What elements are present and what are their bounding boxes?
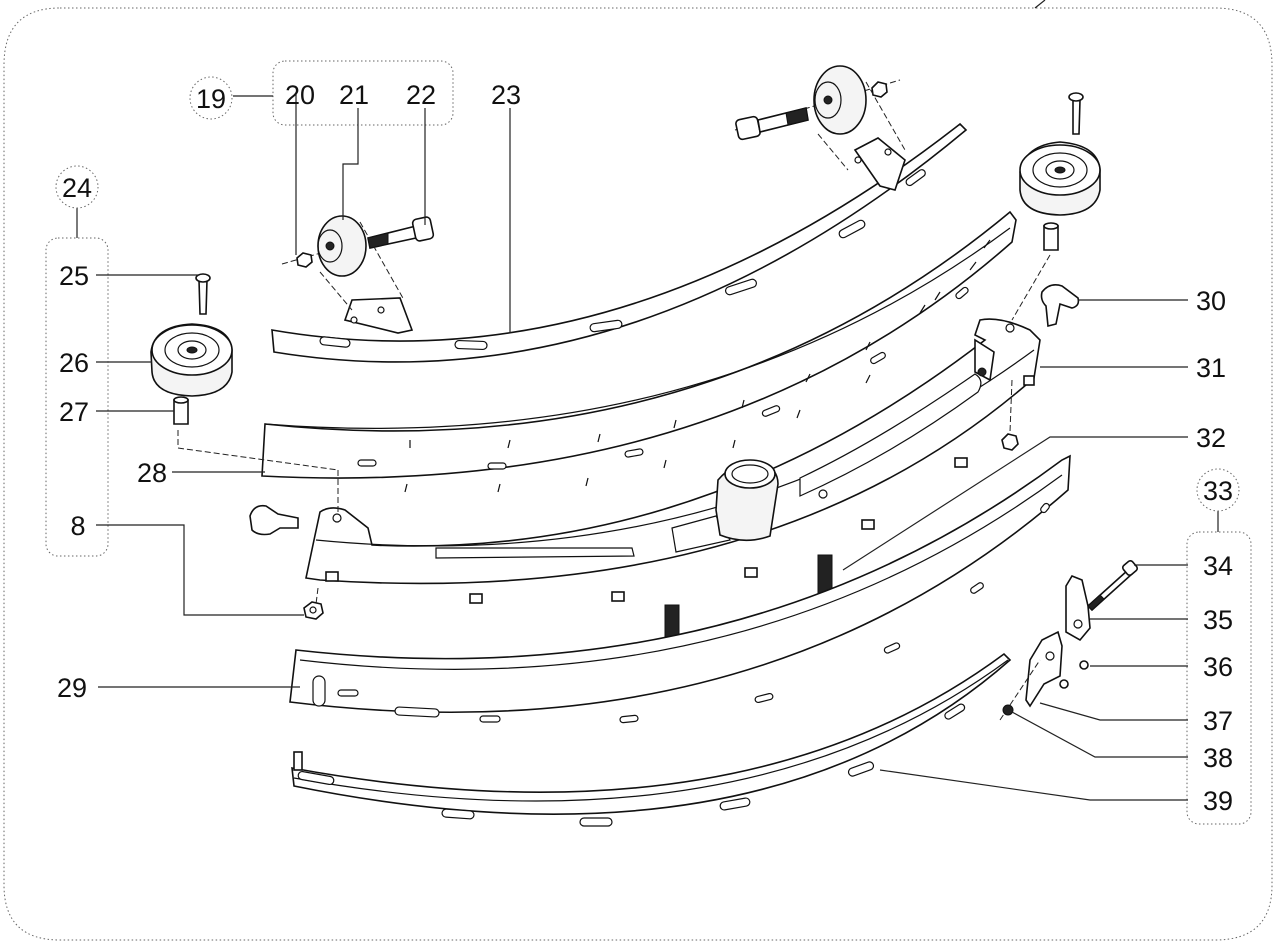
part-39-bottom-strip (291, 652, 1012, 827)
part-37-clip (1025, 630, 1063, 708)
part-30-knob (1040, 284, 1080, 328)
callout-29: 29 (57, 673, 87, 703)
callout-37: 37 (1203, 706, 1233, 736)
roller-assembly-top-right (734, 65, 906, 171)
callout-19: 19 (196, 84, 226, 114)
callout-34: 34 (1203, 551, 1233, 581)
part-23-top-strip (271, 122, 968, 363)
callout-31: 31 (1196, 353, 1226, 383)
callout-36: 36 (1203, 652, 1233, 682)
part-24-roller-group (150, 273, 339, 515)
callout-circle-24 (55, 165, 99, 209)
group-box-19 (272, 60, 454, 126)
part-19-roller-assembly-left (281, 215, 435, 311)
callout-20: 20 (285, 80, 315, 110)
knob-left (249, 504, 299, 536)
callout-39: 39 (1203, 786, 1233, 816)
callout-38: 38 (1203, 743, 1233, 773)
part-28-blade (261, 210, 1017, 493)
part-20-nut (296, 252, 313, 268)
roller-right (1001, 92, 1101, 451)
callout-30: 30 (1196, 286, 1226, 316)
callout-22: 22 (406, 80, 436, 110)
part-8-nut (303, 587, 324, 620)
callout-8: 8 (70, 511, 85, 541)
leader-lines (76, 94, 1219, 801)
part-36-nut (1079, 660, 1089, 670)
group-box-33 (1186, 531, 1252, 825)
part-33-clamp-group (999, 559, 1139, 721)
part-31-main-frame (305, 318, 1041, 604)
callout-23: 23 (491, 80, 521, 110)
group-box-24 (45, 237, 109, 557)
callout-21: 21 (339, 80, 369, 110)
part-25-bolt (198, 279, 208, 315)
callout-27: 27 (59, 397, 89, 427)
part-29-lower-blade (289, 454, 1071, 724)
part-35-bracket (1065, 575, 1091, 642)
callout-28: 28 (137, 458, 167, 488)
callout-circle-19 (189, 76, 233, 120)
part-38-screw (1002, 704, 1014, 716)
callout-33: 33 (1203, 476, 1233, 506)
callout-35: 35 (1203, 605, 1233, 635)
callout-24: 24 (62, 173, 92, 203)
callout-circle-33 (1196, 468, 1240, 512)
callout-32: 32 (1196, 423, 1226, 453)
callout-25: 25 (59, 261, 89, 291)
callout-26: 26 (59, 348, 89, 378)
